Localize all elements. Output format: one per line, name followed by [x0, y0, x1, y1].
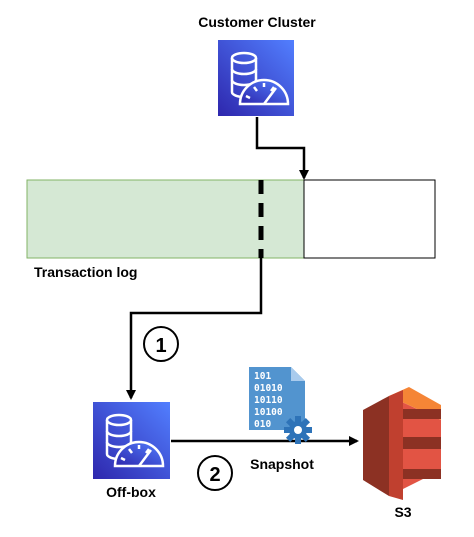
snapshot-label: Snapshot — [250, 456, 314, 472]
customer-cluster-label: Customer Cluster — [198, 14, 316, 30]
off-box-label: Off-box — [106, 484, 156, 500]
file-bits-line-4: 10100 — [254, 407, 283, 418]
snapshot-binary-file-icon: 101 01010 10110 10100 010 — [249, 367, 305, 430]
file-bits-line-3: 10110 — [254, 395, 283, 406]
gear-icon — [284, 416, 312, 444]
s3-bucket-icon — [363, 387, 441, 500]
file-bits-line-1: 101 — [254, 371, 271, 382]
step-2-number: 2 — [209, 464, 220, 486]
transaction-log-label: Transaction log — [34, 264, 137, 280]
file-bits-line-2: 01010 — [254, 383, 283, 394]
customer-cluster-database-icon — [218, 40, 294, 116]
arrow-cluster-to-log — [255, 117, 309, 180]
step-1-badge: 1 — [143, 326, 179, 362]
arrow-log-to-offbox — [126, 258, 263, 400]
step-2-badge: 2 — [197, 455, 233, 491]
file-bits-line-5: 010 — [254, 419, 271, 430]
transaction-log-empty — [303, 179, 436, 259]
off-box-database-icon — [93, 402, 170, 479]
transaction-log-filled — [26, 179, 305, 259]
s3-label: S3 — [394, 504, 411, 520]
step-1-number: 1 — [155, 335, 166, 357]
